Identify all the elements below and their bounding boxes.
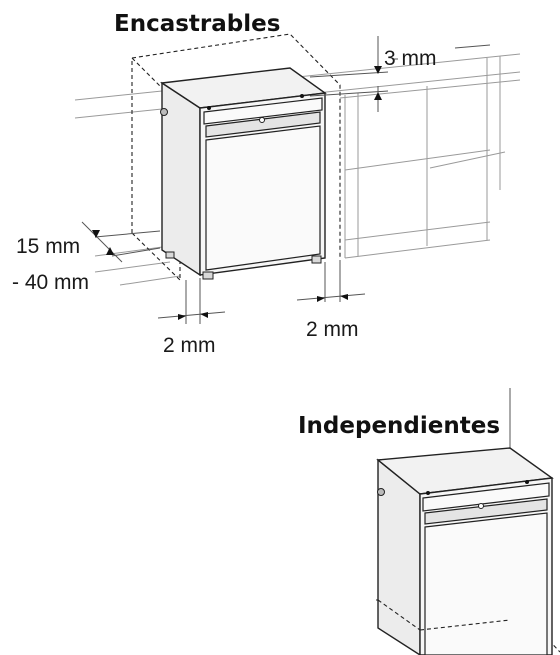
depth-clearance-dimension: 15 mm - 40 mm bbox=[12, 221, 161, 294]
left-gap-label: 2 mm bbox=[163, 334, 216, 357]
right-gap-label: 2 mm bbox=[306, 318, 359, 341]
top-clearance-dimension: 3 mm bbox=[309, 36, 491, 112]
depth-gap-label-line1: 15 mm bbox=[16, 235, 80, 258]
depth-gap-label-line2: - 40 mm bbox=[12, 271, 89, 294]
freestanding-fridge bbox=[376, 447, 554, 655]
built-in-title: Encastrables bbox=[114, 11, 280, 37]
top-gap-label: 3 mm bbox=[384, 47, 437, 70]
right-clearance-dimension: 2 mm bbox=[296, 260, 366, 341]
freestanding-illustration: Independientes bbox=[298, 388, 560, 655]
left-clearance-dimension: 2 mm bbox=[157, 278, 226, 357]
built-in-fridge bbox=[160, 67, 327, 280]
built-in-illustration: 3 mm 15 mm - 40 mm 2 mm bbox=[12, 11, 521, 357]
cabinet-shelving bbox=[74, 53, 521, 286]
freestanding-title: Independientes bbox=[298, 413, 500, 439]
